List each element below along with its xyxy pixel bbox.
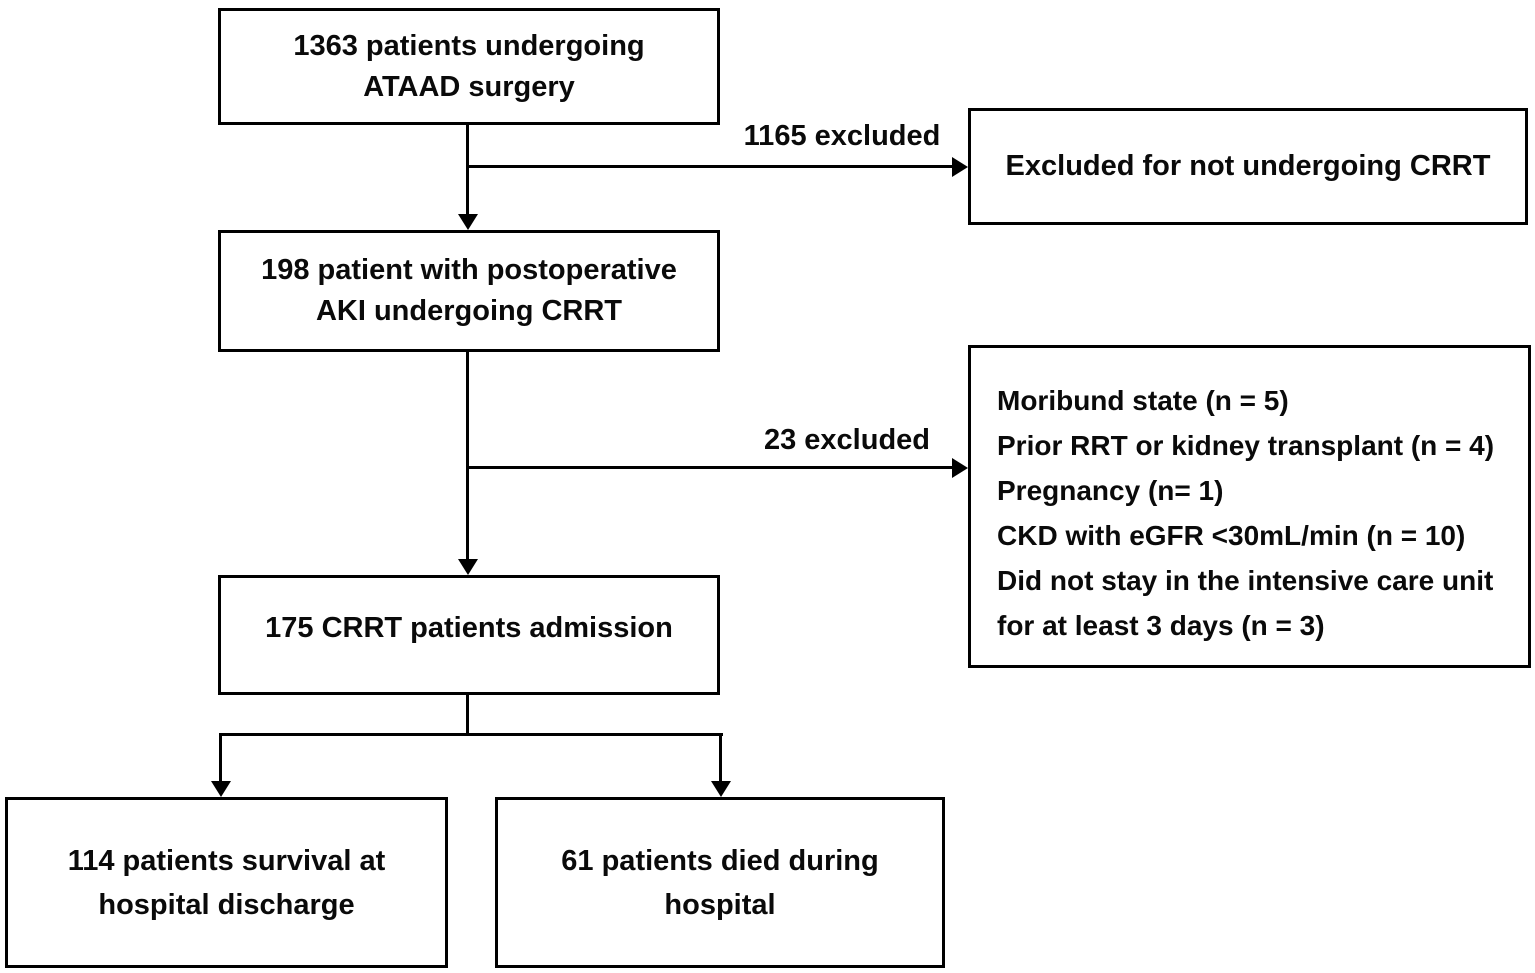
connector-line	[219, 733, 222, 783]
node-text-line: ATAAD surgery	[363, 70, 575, 103]
arrow-down-icon	[458, 214, 478, 230]
node-text-line: 61 patients died during	[561, 844, 879, 877]
node-crrt-admission: 175 CRRT patients admission	[218, 575, 720, 695]
connector-line	[466, 695, 469, 736]
connector-line	[466, 352, 469, 561]
node-excluded-no-crrt: Excluded for not undergoing CRRT	[968, 108, 1528, 225]
node-text-line: hospital	[664, 888, 776, 921]
exclusion-reason: Pregnancy (n= 1)	[997, 474, 1224, 506]
connector-line	[466, 165, 953, 168]
exclusion-reason: Prior RRT or kidney transplant (n = 4)	[997, 429, 1495, 461]
node-survival: 114 patients survival at hospital discha…	[5, 797, 448, 968]
edge-label-excluded-23: 23 excluded	[763, 424, 931, 456]
edge-label-excluded-1165: 1165 excluded	[743, 120, 941, 152]
arrow-right-icon	[952, 157, 968, 177]
exclusion-reason: CKD with eGFR <30mL/min (n = 10)	[997, 519, 1466, 551]
node-text-line: 114 patients survival at	[67, 844, 386, 877]
exclusion-reason: Did not stay in the intensive care unit …	[997, 564, 1494, 641]
node-ataad-surgery: 1363 patients undergoing ATAAD surgery	[218, 8, 720, 125]
exclusion-reason: Moribund state (n = 5)	[997, 384, 1289, 416]
node-exclusion-reasons: Moribund state (n = 5) Prior RRT or kidn…	[968, 345, 1531, 668]
node-text-line: 1363 patients undergoing	[293, 29, 645, 62]
connector-line	[466, 466, 953, 469]
node-text-line: 198 patient with postoperative	[261, 254, 677, 286]
node-text-line: Excluded for not undergoing CRRT	[1005, 150, 1491, 182]
arrow-down-icon	[211, 781, 231, 797]
node-text-line: 175 CRRT patients admission	[265, 611, 673, 644]
arrow-right-icon	[952, 458, 968, 478]
node-died: 61 patients died during hospital	[495, 797, 945, 968]
node-text-line: hospital discharge	[98, 888, 355, 921]
connector-line	[719, 733, 722, 783]
connector-line	[219, 733, 723, 736]
arrow-down-icon	[458, 559, 478, 575]
connector-line	[466, 125, 469, 216]
node-aki-crrt: 198 patient with postoperative AKI under…	[218, 230, 720, 352]
node-text-line: AKI undergoing CRRT	[315, 295, 623, 327]
arrow-down-icon	[711, 781, 731, 797]
